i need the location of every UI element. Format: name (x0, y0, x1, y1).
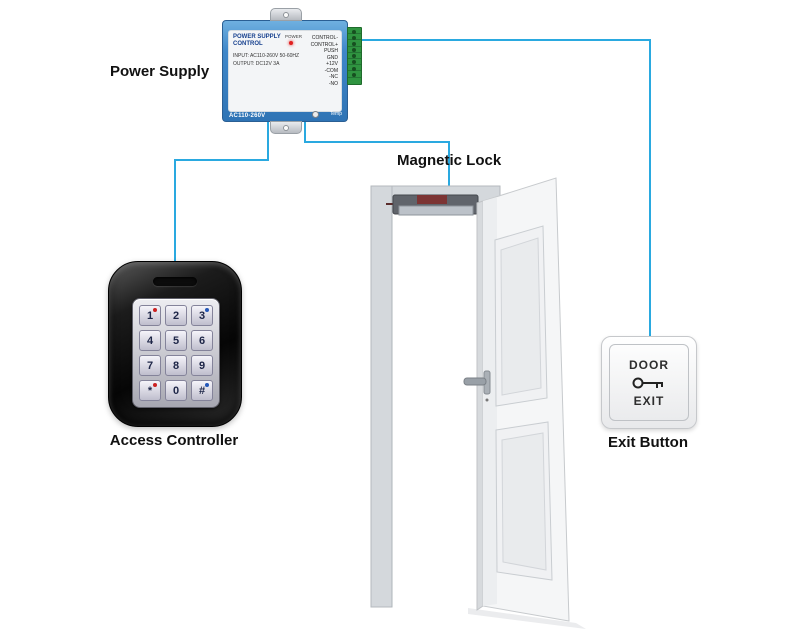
psu-input-spec: INPUT: AC110-260V 50-60HZ (233, 53, 300, 59)
keypad-key-1: 1 (139, 305, 161, 326)
power-supply-label: Power Supply (110, 63, 210, 80)
terminal-pin (348, 40, 361, 47)
psu-terminal-labels: CONTROL- CONTROL+ PUSH GND +12V -COM -NC… (300, 35, 338, 87)
key-indicator (205, 308, 209, 312)
key-icon (632, 377, 663, 388)
exit-button-label: Exit Button (608, 434, 688, 451)
psu-terminal-label: CONTROL+ (310, 41, 338, 48)
keypad-key-hash: # (191, 380, 213, 401)
door-panel (476, 177, 570, 622)
terminal-pin (348, 47, 361, 53)
key-indicator (153, 358, 157, 362)
psu-mounting-tab-top (270, 8, 302, 21)
psu-title: POWER SUPPLY CONTROL (233, 34, 281, 47)
keypad-key-9: 9 (191, 355, 213, 376)
psu-terminal-label: +12V (326, 61, 338, 67)
key-indicator (179, 308, 183, 312)
key-indicator (179, 358, 183, 362)
key-indicator (205, 358, 209, 362)
access-controller-label: Access Controller (109, 432, 239, 449)
keypad-key-star: * (139, 380, 161, 401)
terminal-pin (348, 59, 361, 66)
psu-face-panel: POWER SUPPLY CONTROL POWER INPUT: AC110-… (228, 30, 342, 112)
wire-psu-to-exit-button (361, 39, 651, 340)
magnetic-lock-label: Magnetic Lock (397, 152, 502, 169)
key-indicator (153, 308, 157, 312)
exit-button-plate: DOOR EXIT (609, 344, 689, 421)
door-handle (463, 370, 491, 402)
psu-voltage-label: AC110-260V (229, 113, 266, 119)
controller-led-window (153, 277, 197, 286)
key-indicator (205, 383, 209, 387)
psu-terminal-label: PUSH (324, 48, 338, 54)
psu-terminal-label: -NO (328, 80, 338, 87)
psu-terminal-label: -COM (324, 67, 338, 74)
psu-power-label: POWER (285, 34, 303, 39)
keypad-key-0: 0 (165, 380, 187, 401)
keypad-panel: 1 2 3 4 5 6 7 8 9 * 0 # (132, 298, 220, 408)
door-frame (370, 185, 501, 608)
terminal-pin (348, 34, 361, 41)
exit-button-device: DOOR EXIT (601, 336, 697, 429)
keypad-key-4: 4 (139, 330, 161, 351)
psu-terminal-label: -NC (329, 74, 338, 80)
keypad-key-8: 8 (165, 355, 187, 376)
wire-psu-to-controller (174, 122, 269, 268)
terminal-pin (348, 65, 361, 72)
key-indicator (179, 383, 183, 387)
psu-mounting-tab-bottom (270, 121, 302, 134)
psu-terminal-label: GND (326, 54, 338, 61)
psu-power-led (289, 41, 293, 45)
psu-screw-hole (283, 124, 289, 131)
psu-screw-hole (283, 11, 289, 18)
magnetic-lock-device (386, 194, 479, 216)
psu-terminal-block (347, 27, 362, 85)
access-controller-device: 1 2 3 4 5 6 7 8 9 * 0 # (108, 261, 242, 427)
keypad-key-3: 3 (191, 305, 213, 326)
key-indicator (153, 383, 157, 387)
terminal-pin (348, 71, 361, 78)
psu-temp-label: Temp (329, 111, 342, 117)
exit-exit-text: EXIT (633, 393, 665, 408)
keypad-key-2: 2 (165, 305, 187, 326)
power-supply-unit: POWER SUPPLY CONTROL POWER INPUT: AC110-… (222, 8, 362, 134)
key-indicator (179, 333, 183, 337)
psu-terminal-label: CONTROL- (311, 35, 338, 41)
door-shadow (468, 608, 586, 629)
terminal-pin (348, 53, 361, 59)
psu-output-spec: OUTPUT: DC12V 3A (233, 61, 280, 67)
keypad-key-7: 7 (139, 355, 161, 376)
terminal-pin (348, 28, 361, 35)
key-indicator (205, 333, 209, 337)
keypad-key-5: 5 (165, 330, 187, 351)
exit-door-text: DOOR (629, 357, 669, 372)
key-indicator (153, 333, 157, 337)
psu-fuse-holder (312, 111, 319, 118)
keypad-key-6: 6 (191, 330, 213, 351)
